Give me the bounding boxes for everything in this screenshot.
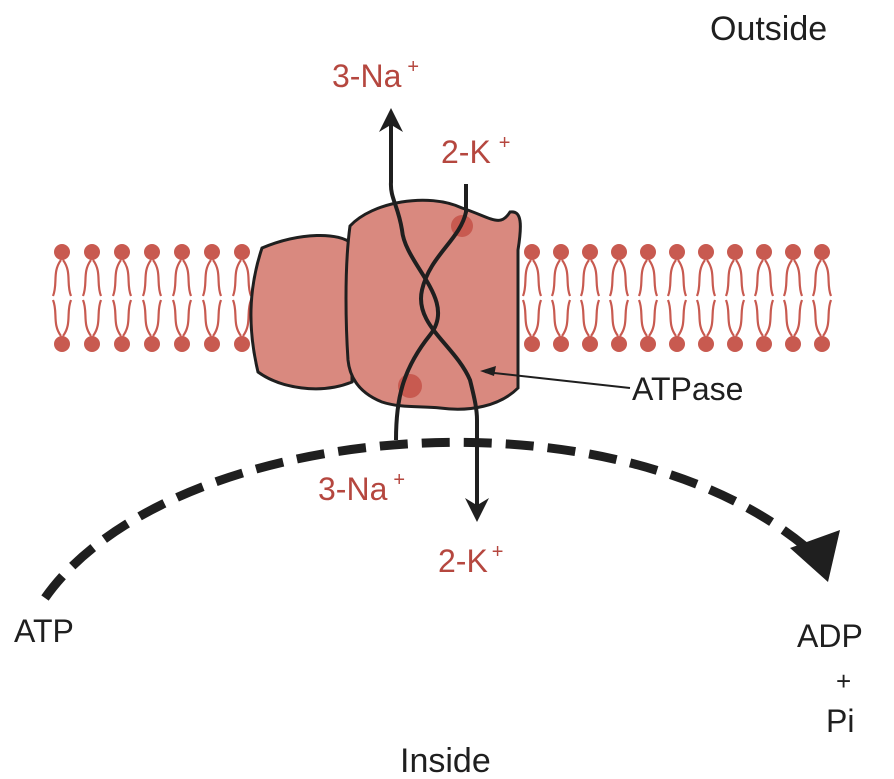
lipid-head-bottom <box>234 336 250 352</box>
lipid-tail-top <box>581 260 599 296</box>
lipid-tail-top <box>173 260 191 296</box>
lipid-head-top <box>84 244 100 260</box>
lipid-head-bottom <box>114 336 130 352</box>
lipid-tail-bottom <box>668 300 686 336</box>
lipid-tail-top <box>813 260 831 296</box>
lipid-tail-top <box>552 260 570 296</box>
lipid-head-top <box>640 244 656 260</box>
lipid-tail-top <box>523 260 541 296</box>
lipid-head-bottom <box>54 336 70 352</box>
lipid-head-top <box>698 244 714 260</box>
pi-label: Pi <box>826 703 854 739</box>
lipid-tail-bottom <box>639 300 657 336</box>
lipid-head-top <box>114 244 130 260</box>
lipid-tail-bottom <box>53 300 71 336</box>
lipid-head-bottom <box>814 336 830 352</box>
lipid-tail-top <box>83 260 101 296</box>
lipid-tail-top <box>784 260 802 296</box>
lipid-head-top <box>785 244 801 260</box>
lipid-tail-bottom <box>784 300 802 336</box>
atp-hydrolysis-arc <box>45 442 815 598</box>
lipid-tail-top <box>610 260 628 296</box>
na-in-charge: + <box>393 469 405 491</box>
k-out-label: 2-K + <box>441 132 510 170</box>
k-in-text: 2-K <box>438 543 488 579</box>
lipid-tail-bottom <box>113 300 131 336</box>
k-out-charge: + <box>499 132 511 154</box>
lipid-head-top <box>756 244 772 260</box>
lipid-tail-top <box>233 260 251 296</box>
lipid-tail-bottom <box>233 300 251 336</box>
lipid-tail-bottom <box>755 300 773 336</box>
lipid-tail-top <box>755 260 773 296</box>
lipid-head-bottom <box>553 336 569 352</box>
lipid-tail-bottom <box>610 300 628 336</box>
lipid-head-top <box>524 244 540 260</box>
lipid-head-bottom <box>174 336 190 352</box>
lipid-tail-top <box>668 260 686 296</box>
lipid-bilayer-left <box>53 244 251 352</box>
lipid-tail-top <box>143 260 161 296</box>
atpase-pump <box>251 200 520 409</box>
na-out-charge: + <box>407 56 419 78</box>
k-in-charge: + <box>492 541 504 563</box>
lipid-head-bottom <box>669 336 685 352</box>
pump-main-body <box>346 200 520 409</box>
lipid-head-bottom <box>698 336 714 352</box>
lipid-head-top <box>553 244 569 260</box>
outside-label: Outside <box>710 10 827 48</box>
lipid-head-bottom <box>204 336 220 352</box>
lipid-tail-bottom <box>697 300 715 336</box>
k-out-text: 2-K <box>441 134 491 170</box>
lipid-head-bottom <box>785 336 801 352</box>
lipid-tail-bottom <box>813 300 831 336</box>
adp-label: ADP <box>797 618 863 654</box>
lipid-tail-top <box>203 260 221 296</box>
lipid-head-top <box>582 244 598 260</box>
lipid-head-top <box>727 244 743 260</box>
lipid-head-bottom <box>640 336 656 352</box>
pump-left-lobe <box>251 235 352 388</box>
lipid-head-top <box>611 244 627 260</box>
na-in-label: 3-Na+ <box>318 469 405 507</box>
lipid-head-bottom <box>524 336 540 352</box>
lipid-head-top <box>54 244 70 260</box>
lipid-head-bottom <box>144 336 160 352</box>
lipid-tail-bottom <box>552 300 570 336</box>
inside-label: Inside <box>400 742 491 779</box>
lipid-tail-bottom <box>173 300 191 336</box>
atpase-label: ATPase <box>632 371 743 407</box>
lipid-head-bottom <box>611 336 627 352</box>
lipid-head-top <box>814 244 830 260</box>
lipid-tail-top <box>113 260 131 296</box>
lipid-head-top <box>204 244 220 260</box>
lipid-head-top <box>234 244 250 260</box>
lipid-head-bottom <box>756 336 772 352</box>
lipid-head-bottom <box>84 336 100 352</box>
na-in-text: 3-Na <box>318 471 388 507</box>
lipid-tail-bottom <box>581 300 599 336</box>
na-out-label: 3-Na+ <box>332 56 419 94</box>
atp-label: ATP <box>14 613 74 649</box>
lipid-tail-bottom <box>83 300 101 336</box>
lipid-head-bottom <box>727 336 743 352</box>
lipid-tail-top <box>639 260 657 296</box>
lipid-tail-top <box>53 260 71 296</box>
lipid-tail-bottom <box>203 300 221 336</box>
lipid-head-top <box>174 244 190 260</box>
lipid-head-bottom <box>582 336 598 352</box>
lipid-head-top <box>669 244 685 260</box>
na-out-text: 3-Na <box>332 58 402 94</box>
lipid-bilayer-right <box>523 244 831 352</box>
lipid-tail-bottom <box>726 300 744 336</box>
lipid-head-top <box>144 244 160 260</box>
lipid-tail-bottom <box>523 300 541 336</box>
lipid-tail-bottom <box>143 300 161 336</box>
plus-label: + <box>836 666 851 696</box>
lipid-tail-top <box>697 260 715 296</box>
lipid-tail-top <box>726 260 744 296</box>
k-in-label: 2-K+ <box>438 541 503 579</box>
